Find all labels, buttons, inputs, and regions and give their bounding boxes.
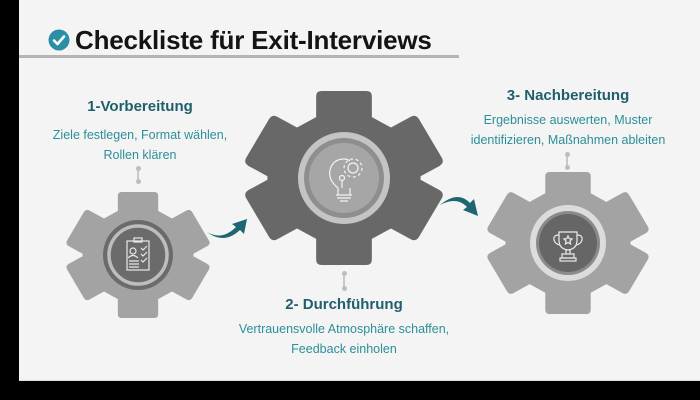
step-2-connector bbox=[341, 271, 347, 291]
step-1-heading: 1-Vorbereitung bbox=[87, 98, 193, 115]
curved-arrow-up-right-icon bbox=[207, 219, 247, 239]
title-underline bbox=[19, 55, 459, 58]
step-3-description: Ergebnisse auswerten, Muster identifizie… bbox=[470, 113, 666, 147]
gear-step-1 bbox=[66, 192, 210, 318]
lightbulb-gear-icon bbox=[329, 158, 363, 202]
page-title: Checkliste für Exit-Interviews bbox=[48, 24, 432, 56]
curved-arrow-down-right-icon bbox=[440, 196, 478, 216]
gear-step-3 bbox=[487, 172, 649, 314]
gear-step-2 bbox=[245, 91, 443, 265]
step-3-heading: 3- Nachbereitung bbox=[506, 87, 630, 104]
trophy-icon bbox=[553, 231, 583, 262]
step-1-description: Ziele festlegen, Format wählen, Rollen k… bbox=[52, 128, 228, 162]
step-2-description: Vertrauensvolle Atmosphäre schaffen, Fee… bbox=[238, 322, 450, 356]
clipboard-checklist-icon bbox=[126, 237, 150, 271]
check-circle-icon bbox=[48, 29, 70, 51]
step-3-connector bbox=[564, 152, 570, 170]
title-text: Checkliste für Exit-Interviews bbox=[75, 24, 432, 55]
step-1-connector bbox=[135, 166, 141, 184]
step-2-heading: 2- Durchführung bbox=[285, 296, 403, 313]
